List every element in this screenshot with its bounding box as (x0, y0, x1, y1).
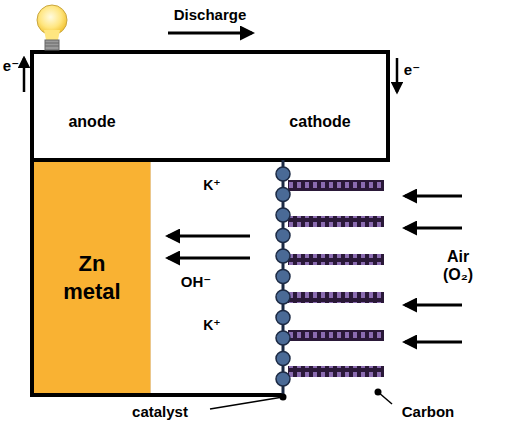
discharge-arrow (168, 32, 252, 35)
ion-arrow (168, 257, 250, 260)
electrode-label: anode (68, 113, 115, 131)
air-arrow (405, 195, 462, 198)
air-arrow (405, 227, 462, 230)
electron-arrow (23, 58, 26, 92)
catalyst-particle (276, 229, 290, 243)
ion-label: K⁺ (203, 177, 221, 193)
node-text: Zn metal (52, 250, 132, 305)
anode-metal: Zn metal (34, 162, 150, 393)
catalyst-particle (276, 331, 290, 345)
reactant-label: Air (O₂) (433, 248, 483, 285)
electron-arrow (396, 58, 399, 92)
catalyst-particle (276, 352, 290, 366)
catalyst-layer (276, 167, 290, 386)
carbon-stripe (288, 216, 384, 227)
air-arrow (405, 341, 462, 344)
light-bulb (37, 5, 67, 50)
electron-label: e⁻ (3, 57, 19, 74)
electrode-label: cathode (289, 113, 350, 131)
catalyst-particle (276, 290, 290, 304)
carbon-layer (288, 180, 384, 377)
part-label: Carbon (402, 403, 455, 420)
carbon-stripe (288, 180, 384, 191)
carbon-stripe (288, 254, 384, 265)
part-label: catalyst (132, 403, 188, 420)
catalyst-particle (276, 249, 290, 263)
circuit-wire (32, 52, 388, 160)
electron-label: e⁻ (404, 61, 420, 78)
cell-outline (32, 160, 283, 395)
catalyst-particle (276, 208, 290, 222)
zinc-anode (34, 162, 150, 393)
leader-line (210, 397, 283, 409)
ion-arrow (168, 235, 250, 238)
leader-line (378, 392, 392, 404)
catalyst-particle (276, 167, 290, 181)
carbon-stripe (288, 292, 384, 303)
carbon-stripe (288, 366, 384, 377)
ion-label: K⁺ (203, 317, 221, 333)
ion-label: OH⁻ (181, 273, 211, 290)
catalyst-particle (276, 311, 290, 325)
catalyst-particle (276, 188, 290, 202)
carbon-stripe (288, 330, 384, 341)
air-arrow (405, 304, 462, 307)
process-label: Discharge (174, 6, 247, 23)
catalyst-particle (276, 372, 290, 386)
catalyst-particle (276, 270, 290, 284)
